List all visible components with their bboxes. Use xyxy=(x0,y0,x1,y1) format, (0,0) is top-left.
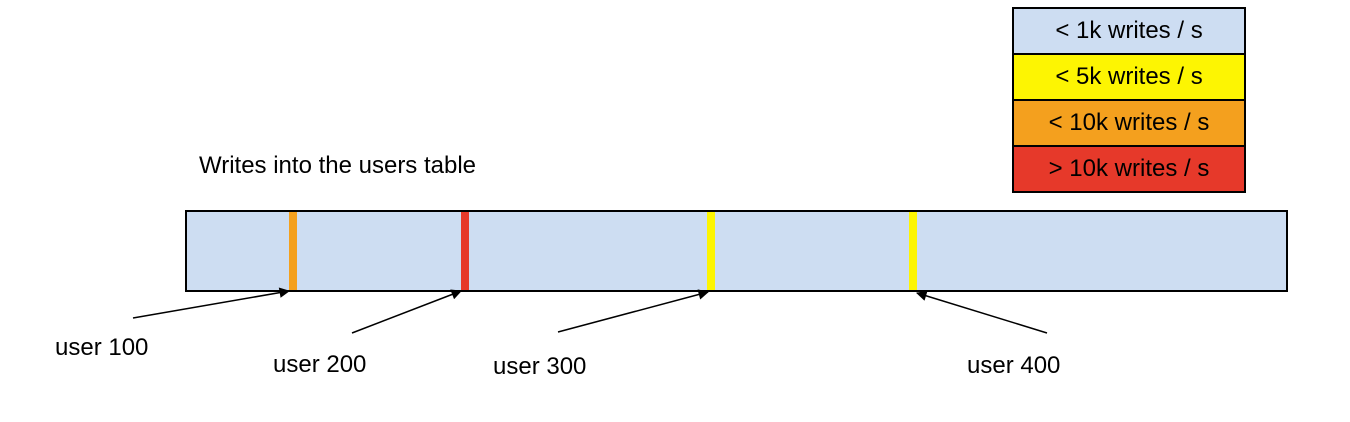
legend-item-lt-5k: < 5k writes / s xyxy=(1012,53,1246,101)
legend-item-lt-10k: < 10k writes / s xyxy=(1012,99,1246,147)
arrow-user-400-icon xyxy=(915,290,1048,334)
label-user-400: user 400 xyxy=(967,352,1061,379)
hotspot-stripe-user-100 xyxy=(289,212,297,290)
arrow-user-300-icon xyxy=(557,289,710,333)
users-table-bar xyxy=(185,210,1288,292)
legend: < 1k writes / s < 5k writes / s < 10k wr… xyxy=(1012,7,1246,193)
legend-item-gt-10k: > 10k writes / s xyxy=(1012,145,1246,193)
label-user-200: user 200 xyxy=(273,351,367,378)
diagram-title: Writes into the users table xyxy=(199,152,477,179)
legend-item-lt-1k: < 1k writes / s xyxy=(1012,7,1246,55)
label-user-300: user 300 xyxy=(493,353,587,380)
label-user-100: user 100 xyxy=(55,334,149,361)
hotspot-stripe-user-300 xyxy=(707,212,715,290)
hotspot-stripe-user-200 xyxy=(461,212,469,290)
arrow-user-100-icon xyxy=(132,287,291,319)
arrow-user-200-icon xyxy=(351,289,462,334)
hotspot-stripe-user-400 xyxy=(909,212,917,290)
